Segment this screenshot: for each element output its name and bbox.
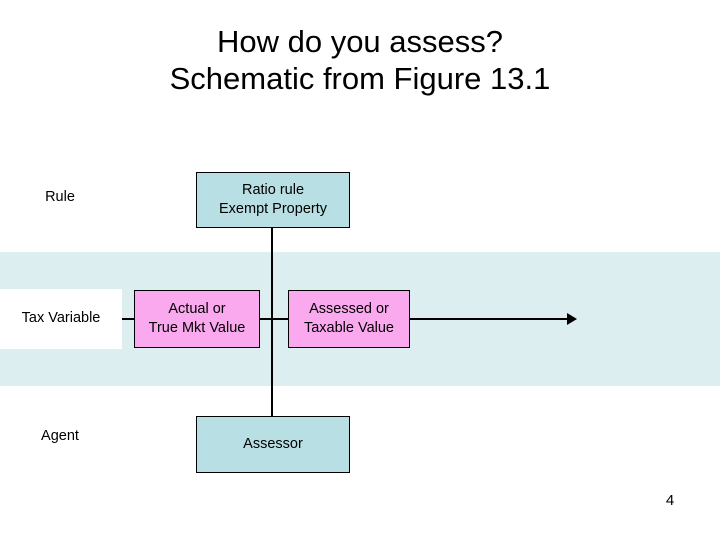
connector-tax-variable-to-actual-value (118, 318, 136, 320)
node-assessed-value-line-2: Taxable Value (303, 320, 395, 336)
node-assessor-line-1: Assessor (243, 436, 303, 453)
row-label-agent: Agent (41, 428, 79, 444)
node-actual-value-line-2: True Mkt Value (148, 320, 246, 336)
title-line-2: Schematic from Figure 13.1 (169, 60, 551, 96)
connector-actual-to-assessed-value (258, 318, 290, 320)
node-assessor[interactable]: Assessor (196, 416, 350, 473)
row-label-rule: Rule (45, 189, 75, 205)
page-number: 4 (665, 492, 675, 509)
node-assessed-taxable-value[interactable]: Assessed or Taxable Value (288, 290, 410, 348)
row-label-tax-variable: Tax Variable (21, 310, 101, 326)
node-actual-value-line-1: Actual or (168, 301, 226, 318)
title-line-1: How do you assess? (216, 24, 504, 59)
node-assessed-value-line-1: Assessed or (309, 301, 389, 318)
row-label-tax-variable-plate (0, 289, 122, 349)
node-ratio-rule[interactable]: Ratio rule Exempt Property (196, 172, 350, 228)
node-ratio-rule-line-2: Exempt Property (219, 201, 327, 217)
connector-vertical-spine (271, 228, 273, 416)
node-ratio-rule-line-1: Ratio rule (241, 182, 305, 199)
node-actual-true-market-value[interactable]: Actual or True Mkt Value (134, 290, 260, 348)
connector-assessed-value-arrow-line (407, 318, 569, 320)
page-title: How do you assess? Schematic from Figure… (0, 24, 720, 97)
arrow-head-icon (567, 313, 577, 325)
